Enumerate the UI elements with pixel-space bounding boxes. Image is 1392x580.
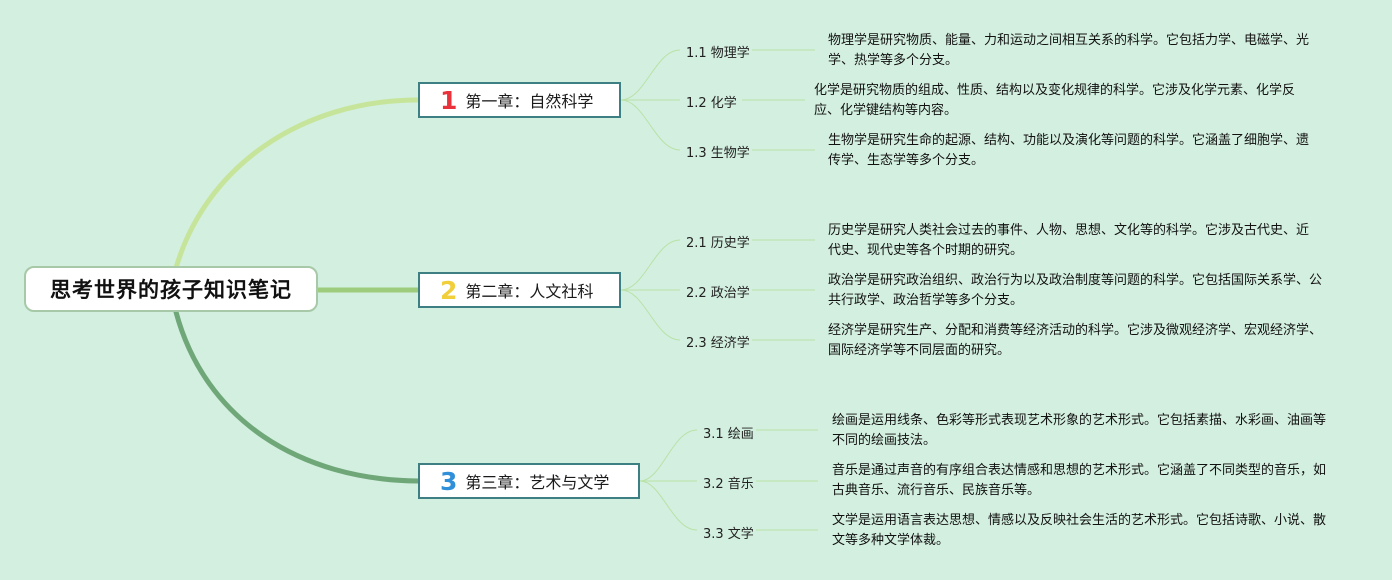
section-node-1-1[interactable]: 1.1 物理学 bbox=[686, 46, 750, 61]
chapter-label-3: 第三章：艺术与文学 bbox=[465, 473, 610, 492]
section-desc-1-3: 生物学是研究生命的起源、结构、功能以及演化等问题的科学。它涵盖了细胞学、遗传学、… bbox=[828, 133, 1310, 168]
section-node-2-1[interactable]: 2.1 历史学 bbox=[686, 236, 750, 251]
section-desc-3-2: 音乐是通过声音的有序组合表达情感和思想的艺术形式。它涵盖了不同类型的音乐，如古典… bbox=[832, 463, 1327, 498]
section-node-3-2[interactable]: 3.2 音乐 bbox=[703, 477, 754, 492]
section-desc-3-1: 绘画是运用线条、色彩等形式表现艺术形象的艺术形式。它包括素描、水彩画、油画等不同… bbox=[832, 413, 1327, 448]
root-title: 思考世界的孩子知识笔记 bbox=[50, 278, 292, 302]
section-desc-1-1: 物理学是研究物质、能量、力和运动之间相互关系的科学。它包括力学、电磁学、光学、热… bbox=[828, 33, 1310, 68]
chapter-label-2: 第二章：人文社科 bbox=[465, 282, 594, 301]
sub-lines-chapter-1 bbox=[620, 49, 815, 151]
branch-line-chapter-1 bbox=[173, 97, 421, 271]
sub-lines-chapter-3 bbox=[639, 429, 818, 531]
section-desc-1-2: 化学是研究物质的组成、性质、结构以及变化规律的科学。它涉及化学元素、化学反应、化… bbox=[814, 83, 1296, 118]
section-node-2-3[interactable]: 2.3 经济学 bbox=[686, 336, 750, 351]
section-desc-2-2: 政治学是研究政治组织、政治行为以及政治制度等问题的科学。它包括国际关系学、公共行… bbox=[828, 273, 1323, 308]
section-desc-2-1: 历史学是研究人类社会过去的事件、人物、思想、文化等的科学。它涉及古代史、近代史、… bbox=[828, 223, 1310, 258]
section-node-2-2[interactable]: 2.2 政治学 bbox=[686, 286, 750, 301]
chapter-node-2[interactable]: 2 第二章：人文社科 bbox=[418, 272, 621, 308]
branch-line-chapter-3 bbox=[173, 309, 421, 484]
section-desc-3-3: 文学是运用语言表达思想、情感以及反映社会生活的艺术形式。它包括诗歌、小说、散文等… bbox=[832, 513, 1327, 548]
section-node-3-1[interactable]: 3.1 绘画 bbox=[703, 427, 754, 442]
section-desc-2-3: 经济学是研究生产、分配和消费等经济活动的科学。它涉及微观经济学、宏观经济学、国际… bbox=[828, 323, 1323, 358]
chapter-label-1: 第一章：自然科学 bbox=[465, 92, 594, 111]
section-node-1-3[interactable]: 1.3 生物学 bbox=[686, 146, 750, 161]
chapter-number-3: 3 bbox=[440, 466, 458, 496]
chapter-node-1[interactable]: 1 第一章：自然科学 bbox=[418, 82, 621, 118]
section-node-1-2[interactable]: 1.2 化学 bbox=[686, 96, 737, 111]
root-node[interactable]: 思考世界的孩子知识笔记 bbox=[24, 266, 318, 312]
section-node-3-3[interactable]: 3.3 文学 bbox=[703, 527, 754, 542]
chapter-node-3[interactable]: 3 第三章：艺术与文学 bbox=[418, 463, 640, 499]
chapter-number-1: 1 bbox=[440, 85, 458, 115]
sub-lines-chapter-2 bbox=[620, 239, 815, 341]
chapter-number-2: 2 bbox=[440, 275, 458, 305]
